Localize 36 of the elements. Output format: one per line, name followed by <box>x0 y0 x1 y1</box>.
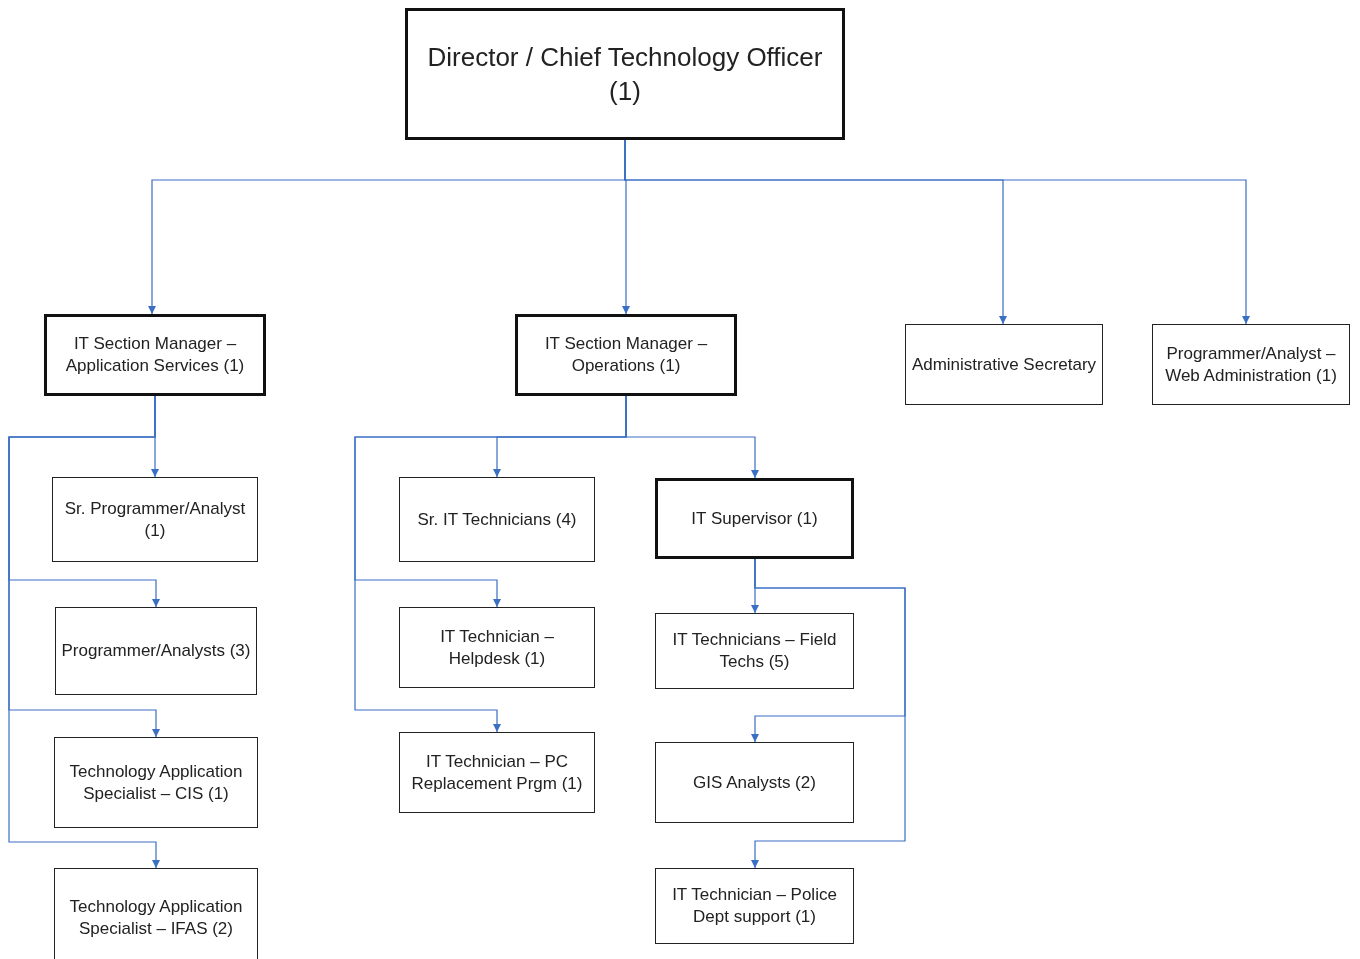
position-box <box>655 868 854 944</box>
position-title: GIS Analysts (2) <box>692 771 817 794</box>
position-title: IT Technician – Helpdesk (1) <box>439 625 555 670</box>
position-box <box>54 737 258 828</box>
position-title: Sr. IT Technicians (4) <box>416 508 578 531</box>
connector-arrow <box>750 558 906 869</box>
position-title: IT Technician – PC Replacement Prgm (1) <box>410 750 584 795</box>
position-title: Director / Chief Technology Officer (1) <box>426 41 824 108</box>
position-title: Administrative Secretary <box>910 353 1098 376</box>
position-box <box>1152 324 1350 405</box>
position-box <box>399 477 595 562</box>
position-title: IT Section Manager – Operations (1) <box>543 333 709 377</box>
position-title: Sr. Programmer/Analyst (1) <box>63 497 247 542</box>
position-box <box>399 607 595 688</box>
position-box <box>405 8 845 140</box>
position-title: IT Section Manager – Application Services (1) <box>64 333 246 377</box>
connector-arrow <box>8 395 161 869</box>
connector-arrow <box>624 139 1251 325</box>
position-title: IT Technician – Police Dept support (1) <box>671 884 838 928</box>
position-title: IT Supervisor (1) <box>690 507 819 530</box>
position-box <box>515 314 737 396</box>
position-box <box>44 314 266 396</box>
position-box <box>655 742 854 823</box>
position-box <box>54 868 258 959</box>
position-title: Programmer/Analyst – Web Administration (1) <box>1164 342 1338 387</box>
position-box <box>655 478 854 559</box>
position-box <box>655 613 854 689</box>
position-box <box>905 324 1103 405</box>
position-box <box>399 732 595 813</box>
connector-arrow <box>625 395 760 479</box>
position-title: Programmer/Analysts (3) <box>60 640 252 662</box>
position-title: Technology Application Specialist – CIS (1) <box>68 760 244 805</box>
position-title: Technology Application Specialist – IFAS (2) <box>68 896 244 940</box>
position-box <box>55 607 257 695</box>
position-box <box>52 477 258 562</box>
position-title: IT Technicians – Field Techs (5) <box>671 629 838 673</box>
